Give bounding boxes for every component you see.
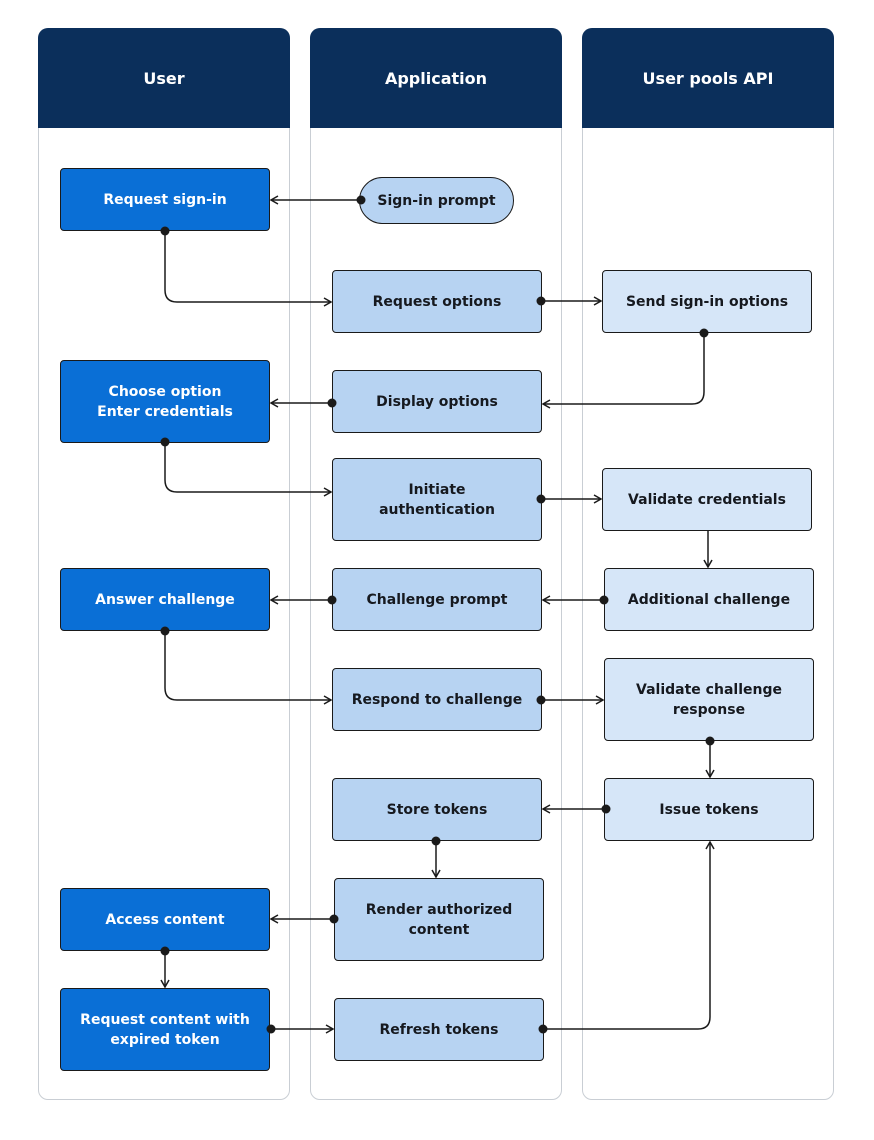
connector-dot <box>356 195 366 205</box>
connector-send-to-display-options <box>541 333 705 409</box>
connector-dot <box>266 1024 276 1034</box>
connector-dot <box>160 626 170 636</box>
connector-dot <box>538 1024 548 1034</box>
node-store-tokens: Store tokens <box>332 778 542 841</box>
connector-dot <box>160 946 170 956</box>
node-access-content: Access content <box>60 888 270 951</box>
node-respond-challenge: Respond to challenge <box>332 668 542 731</box>
node-challenge-prompt: Challenge prompt <box>332 568 542 631</box>
node-answer-challenge: Answer challenge <box>60 568 270 631</box>
node-issue-tokens: Issue tokens <box>604 778 814 841</box>
connector-dot <box>699 328 709 338</box>
node-validate-credentials: Validate credentials <box>602 468 812 531</box>
node-initiate-auth: Initiate authentication <box>332 458 542 541</box>
connector-dot <box>160 437 170 447</box>
node-request-options: Request options <box>332 270 542 333</box>
node-request-sign-in: Request sign-in <box>60 168 270 231</box>
connector-dot <box>536 296 546 306</box>
connector-dot <box>329 914 339 924</box>
connector-sign-in-to-request-options <box>164 231 333 307</box>
node-refresh-tokens: Refresh tokens <box>334 998 544 1061</box>
connector-dot <box>705 736 715 746</box>
connector-dot <box>431 836 441 846</box>
connector-choose-to-initiate-auth <box>164 442 333 497</box>
node-render-content: Render authorized content <box>334 878 544 961</box>
connector-dot <box>536 494 546 504</box>
connector-dot <box>160 226 170 236</box>
connector-dot <box>536 695 546 705</box>
node-additional-challenge: Additional challenge <box>604 568 814 631</box>
connector-dot <box>599 595 609 605</box>
node-sign-in-prompt: Sign-in prompt <box>359 177 514 224</box>
node-send-options: Send sign-in options <box>602 270 812 333</box>
connector-dot <box>601 804 611 814</box>
node-validate-response: Validate challenge response <box>604 658 814 741</box>
lane-header-user: User <box>38 28 290 128</box>
lane-header-application: Application <box>310 28 562 128</box>
node-display-options: Display options <box>332 370 542 433</box>
connector-answer-to-respond <box>164 631 333 705</box>
lane-header-api: User pools API <box>582 28 834 128</box>
connector-dot <box>327 398 337 408</box>
node-choose-option: Choose option Enter credentials <box>60 360 270 443</box>
connector-refresh-to-issue <box>543 840 715 1030</box>
connector-dot <box>327 595 337 605</box>
